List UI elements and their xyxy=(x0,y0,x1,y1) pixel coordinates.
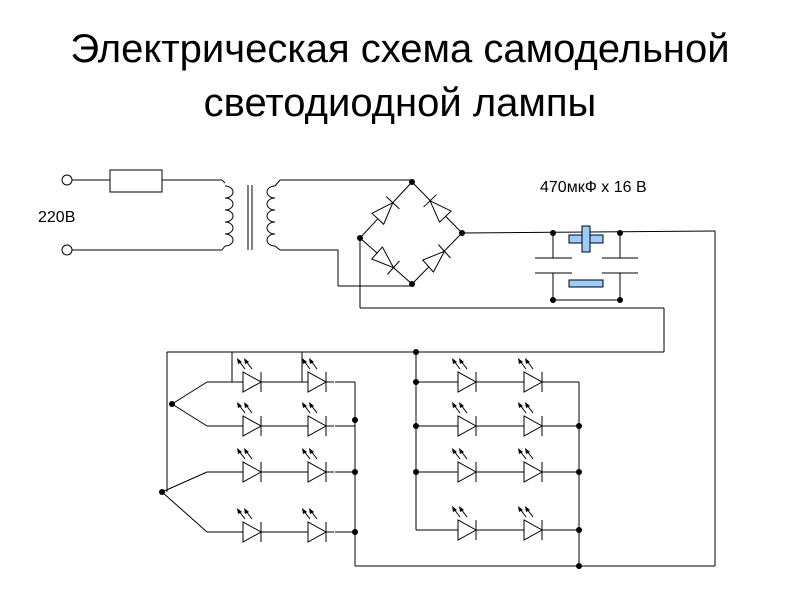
led-array-left xyxy=(234,357,335,543)
capacitor-label: 470мкФ х 16 В xyxy=(540,179,647,196)
capacitor xyxy=(535,233,638,301)
led-icon xyxy=(449,357,485,393)
diode-bridge xyxy=(359,181,463,285)
transformer xyxy=(221,179,281,251)
title-line-1: Электрическая схема самодельной xyxy=(70,27,730,71)
led-icon xyxy=(299,507,335,543)
input-terminal-bottom xyxy=(61,244,73,256)
fuse xyxy=(109,169,163,193)
page-title: Электрическая схема самодельной светодио… xyxy=(0,22,800,130)
led-icon xyxy=(515,505,551,541)
voltage-label: 220В xyxy=(38,209,75,226)
led-icon xyxy=(234,507,270,543)
led-icon xyxy=(234,401,270,437)
input-terminal-top xyxy=(61,174,73,186)
led-icon xyxy=(515,357,551,393)
led-icon xyxy=(449,447,485,483)
led-icon xyxy=(449,401,485,437)
led-icon xyxy=(515,447,551,483)
title-line-2: светодиодной лампы xyxy=(203,81,597,125)
led-array-right xyxy=(449,357,551,541)
led-icon xyxy=(299,401,335,437)
minus-sign-icon xyxy=(568,279,604,288)
led-icon xyxy=(234,357,270,393)
led-icon xyxy=(515,401,551,437)
led-icon xyxy=(449,505,485,541)
junction-dots xyxy=(159,179,623,569)
led-icon xyxy=(299,447,335,483)
led-icon xyxy=(299,357,335,393)
led-icon xyxy=(234,447,270,483)
